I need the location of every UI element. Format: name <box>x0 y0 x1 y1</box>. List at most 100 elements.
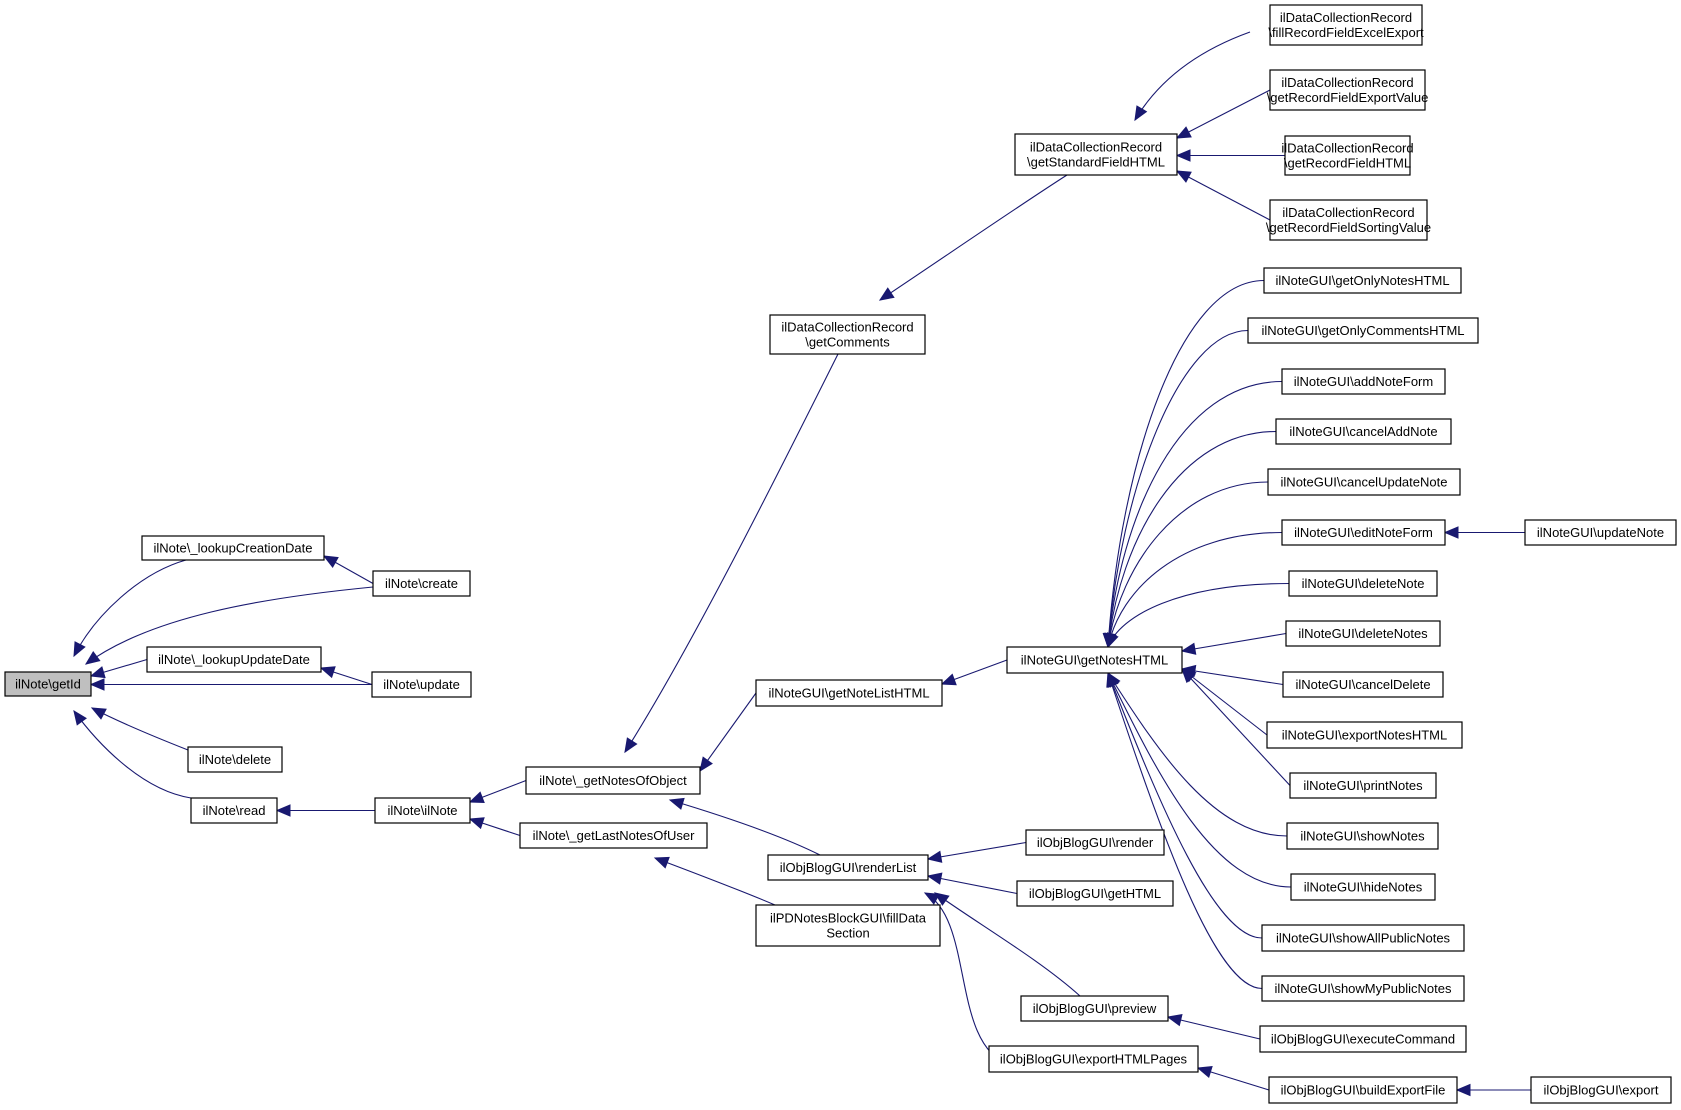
arrowhead-icon <box>1106 632 1119 649</box>
arrowhead-icon <box>468 791 485 804</box>
node-label: ilNote\_lookupUpdateDate <box>158 652 310 667</box>
edge-line <box>927 841 1027 860</box>
node-blogExport[interactable]: ilObjBlogGUI\export <box>1530 1076 1672 1104</box>
node-label: ilObjBlogGUI\executeCommand <box>1271 1032 1455 1047</box>
edge-line <box>1181 668 1284 686</box>
node-blogGetHTML[interactable]: ilObjBlogGUI\getHTML <box>1016 880 1174 907</box>
node-editNoteForm[interactable]: ilNoteGUI\editNoteForm <box>1281 519 1446 546</box>
node-delete[interactable]: ilNote\delete <box>187 746 283 773</box>
node-label: ilNote\_getNotesOfObject <box>539 773 687 788</box>
edge-getNoteListHTML-to-getNotesOfObject <box>699 692 757 773</box>
edge-line <box>1107 329 1249 648</box>
node-showAllPublicNotes[interactable]: ilNoteGUI\showAllPublicNotes <box>1261 924 1465 952</box>
node-getNoteListHTML[interactable]: ilNoteGUI\getNoteListHTML <box>755 679 943 707</box>
nodes-layer: ilNote\getIdilNote\_lookupCreationDateil… <box>4 4 1677 1104</box>
node-blogBuildExportFile[interactable]: ilObjBlogGUI\buildExportFile <box>1268 1076 1458 1104</box>
edge-dcGetComments-to-getNotesOfObject <box>624 353 839 754</box>
node-getId[interactable]: ilNote\getId <box>4 671 92 697</box>
node-lookupCreationDate[interactable]: ilNote\_lookupCreationDate <box>141 535 325 561</box>
node-printNotes[interactable]: ilNoteGUI\printNotes <box>1289 772 1437 799</box>
node-label: ilNote\update <box>383 677 460 692</box>
node-dcGetComments[interactable]: ilDataCollectionRecord\getComments <box>769 314 926 355</box>
node-ilNote[interactable]: ilNote\ilNote <box>374 797 471 824</box>
node-blogRender[interactable]: ilObjBlogGUI\render <box>1025 829 1165 856</box>
node-getLastNotesOfUser[interactable]: ilNote\_getLastNotesOfUser <box>519 822 708 849</box>
edge-blogGetHTML-to-renderList <box>926 872 1018 895</box>
arrowhead-icon <box>923 892 940 905</box>
node-dcSortingValue[interactable]: ilDataCollectionRecord\getRecordFieldSor… <box>1266 199 1431 241</box>
node-box <box>374 797 471 824</box>
arrowhead-icon <box>89 678 105 691</box>
node-getNotesHTML[interactable]: ilNoteGUI\getNotesHTML <box>1006 646 1183 674</box>
edge-line <box>879 174 1068 301</box>
node-blogPreview[interactable]: ilObjBlogGUI\preview <box>1020 995 1169 1022</box>
node-dcFieldHTML[interactable]: ilDataCollectionRecord\getRecordFieldHTM… <box>1281 135 1414 176</box>
arrowhead-icon <box>89 666 106 679</box>
node-label: ilNoteGUI\getOnlyCommentsHTML <box>1262 323 1465 338</box>
node-create[interactable]: ilNote\create <box>372 570 471 597</box>
arrowhead-icon <box>1196 1066 1213 1078</box>
node-box <box>988 1045 1199 1073</box>
node-getOnlyNotesHTML[interactable]: ilNoteGUI\getOnlyNotesHTML <box>1263 267 1462 294</box>
node-label: ilNoteGUI\getOnlyNotesHTML <box>1275 273 1449 288</box>
edge-showNotes-to-getNotesHTML <box>1107 671 1288 837</box>
node-addNoteForm[interactable]: ilNoteGUI\addNoteForm <box>1281 368 1446 395</box>
edge-update-to-lookupUpdateDate <box>319 666 373 686</box>
node-box <box>190 797 278 824</box>
node-lookupUpdateDate[interactable]: ilNote\_lookupUpdateDate <box>146 646 322 673</box>
node-exportNotesHTML[interactable]: ilNoteGUI\exportNotesHTML <box>1266 721 1463 749</box>
edge-line <box>1107 672 1292 888</box>
node-showNotes[interactable]: ilNoteGUI\showNotes <box>1286 822 1439 850</box>
node-label: ilNoteGUI\cancelAddNote <box>1289 424 1437 439</box>
node-getNotesOfObject[interactable]: ilNote\_getNotesOfObject <box>525 766 701 795</box>
edge-exportNotesHTML-to-getNotesHTML <box>1180 668 1268 736</box>
node-box <box>1285 620 1441 647</box>
node-box <box>1261 975 1465 1002</box>
node-label: ilNoteGUI\showAllPublicNotes <box>1276 931 1451 946</box>
node-box <box>755 904 941 947</box>
node-getOnlyCommentsHTML[interactable]: ilNoteGUI\getOnlyCommentsHTML <box>1247 317 1479 344</box>
arrowhead-icon <box>1180 642 1197 655</box>
edge-line <box>1107 279 1265 648</box>
arrowhead-icon <box>1175 149 1191 162</box>
node-label: ilDataCollectionRecord <box>1280 10 1412 25</box>
node-deleteNotes[interactable]: ilNoteGUI\deleteNotes <box>1285 620 1441 647</box>
node-box <box>519 822 708 849</box>
node-showMyPublicNotes[interactable]: ilNoteGUI\showMyPublicNotes <box>1261 975 1465 1002</box>
edge-blogExport-to-blogBuildExportFile <box>1455 1083 1531 1097</box>
edge-line <box>654 857 776 906</box>
node-label: \getComments <box>805 335 890 350</box>
edge-deleteNotes-to-getNotesHTML <box>1180 632 1287 655</box>
edge-cancelDelete-to-getNotesHTML <box>1180 664 1284 686</box>
edge-renderList-to-getNotesOfObject <box>668 797 821 856</box>
node-label: ilNote\ilNote <box>387 803 457 818</box>
node-hideNotes[interactable]: ilNoteGUI\hideNotes <box>1290 873 1436 901</box>
node-dcFillExcel[interactable]: ilDataCollectionRecord\fillRecordFieldEx… <box>1268 4 1424 46</box>
node-cancelDelete[interactable]: ilNoteGUI\cancelDelete <box>1282 671 1444 698</box>
node-box <box>1284 135 1411 176</box>
node-cancelAddNote[interactable]: ilNoteGUI\cancelAddNote <box>1275 418 1452 445</box>
node-box <box>4 671 92 697</box>
edge-dcExportValue-to-dcGetStandardFieldHTML <box>1175 89 1271 139</box>
node-renderList[interactable]: ilObjBlogGUI\renderList <box>767 854 929 881</box>
node-cancelUpdateNote[interactable]: ilNoteGUI\cancelUpdateNote <box>1267 468 1461 496</box>
node-deleteNote[interactable]: ilNoteGUI\deleteNote <box>1288 570 1438 597</box>
node-update[interactable]: ilNote\update <box>371 671 472 698</box>
node-dcGetStandardFieldHTML[interactable]: ilDataCollectionRecord\getStandardFieldH… <box>1014 133 1178 176</box>
node-box <box>1288 570 1438 597</box>
node-blogExportHTMLPages[interactable]: ilObjBlogGUI\exportHTMLPages <box>988 1045 1199 1073</box>
node-box <box>1263 267 1462 294</box>
arrowhead-icon <box>624 737 638 754</box>
node-blogExecuteCommand[interactable]: ilObjBlogGUI\executeCommand <box>1259 1025 1467 1053</box>
edge-line <box>1107 672 1263 990</box>
node-label: ilNote\_getLastNotesOfUser <box>533 828 696 843</box>
edge-lookupCreationDate-to-getId <box>73 559 187 658</box>
node-dcExportValue[interactable]: ilDataCollectionRecord\getRecordFieldExp… <box>1267 69 1429 111</box>
node-label: ilDataCollectionRecord <box>1030 140 1162 155</box>
edge-blogBuildExportFile-to-blogExportHTMLPages <box>1196 1066 1270 1091</box>
node-updateNote[interactable]: ilNoteGUI\updateNote <box>1524 519 1677 546</box>
edge-pdFillData-to-getLastNotesOfUser <box>653 856 776 906</box>
node-read[interactable]: ilNote\read <box>190 797 278 824</box>
